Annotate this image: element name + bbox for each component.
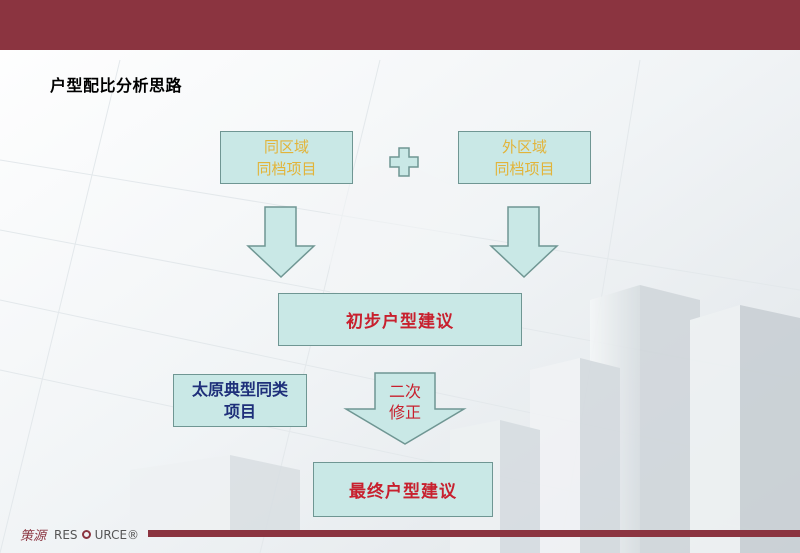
box-line: 同区域 (263, 137, 309, 156)
revision-arrow-icon (343, 372, 467, 445)
revision-label: 二次 修正 (375, 381, 435, 423)
label-line: 修正 (388, 403, 421, 422)
plus-icon (389, 147, 419, 177)
other-district-projects-box: 外区域 同档项目 (458, 131, 591, 184)
box-line: 项目 (223, 401, 256, 421)
footer-bar (148, 530, 800, 537)
down-arrow-icon (246, 206, 316, 279)
logo-chinese-text: 策源 (20, 529, 47, 544)
logo-ring-icon (81, 530, 91, 539)
logo-text-part1: RES (54, 527, 78, 542)
initial-suggestion-label: 初步户型建议 (346, 312, 454, 332)
logo-text-part2: URCE® (94, 527, 140, 542)
box-line: 同档项目 (256, 159, 317, 178)
box-line: 太原典型同类 (191, 379, 288, 399)
page-title: 户型配比分析思路 (50, 76, 183, 95)
label-line: 二次 (388, 382, 421, 401)
footer-logo: 策源 RES URCE® (20, 525, 140, 545)
final-suggestion-label: 最终户型建议 (349, 482, 457, 502)
initial-suggestion-box: 初步户型建议 (278, 293, 522, 346)
header-bar (0, 0, 800, 50)
final-suggestion-box: 最终户型建议 (313, 462, 493, 517)
down-arrow-icon (489, 206, 559, 279)
box-line: 同档项目 (494, 159, 555, 178)
box-line: 外区域 (501, 137, 547, 156)
same-district-projects-box: 同区域 同档项目 (220, 131, 353, 184)
reference-projects-box: 太原典型同类 项目 (173, 374, 307, 427)
